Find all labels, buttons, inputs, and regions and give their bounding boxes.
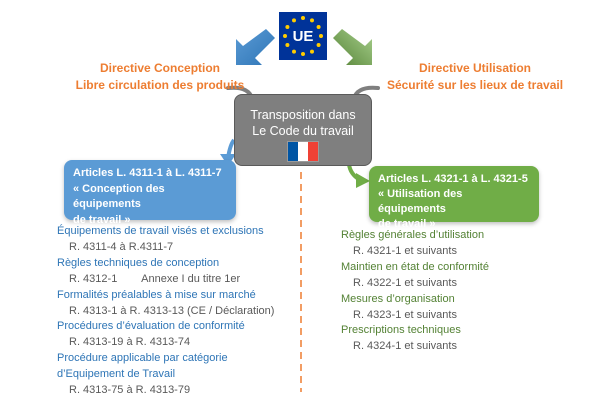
list-item-title: Maintien en état de conformité [341,260,489,273]
utilisation-articles-box: Articles L. 4321-1 à L. 4321-5 « Utilisa… [369,166,539,230]
list-item-title: Formalités préalables à mise sur marché [57,288,256,301]
list-item-title: Procédures d’évaluation de conformité [57,320,245,333]
utilisation-list: Règles générales d’utilisation R. 4321-1… [341,228,591,355]
eu-flag-icon: UE [279,12,327,60]
green-down-right-arrow-icon [333,29,372,65]
list-item-title: Équipements de travail visés et exclusio… [57,225,264,237]
blue-down-left-arrow-icon [236,29,275,65]
list-item-title: Procédure applicable par catégorie [57,352,228,365]
list-item-reference: R. 4311-4 à R.4311-7 [69,240,174,253]
list-item-reference: R. 4313-19 à R. 4313-74 [69,336,191,349]
list-item-title: Mesures d’organisation [341,292,455,305]
directive-conception-label: Directive Conception Libre circulation d… [75,61,245,92]
list-item-title-continued: d’Equipement de Travail [57,368,176,381]
france-flag-icon [287,141,319,162]
list-item-reference: R. 4313-75 à R. 4313-79 [69,384,191,397]
list-item-title: Règles techniques de conception [57,256,220,269]
conception-articles-box: Articles L. 4311-1 à L. 4311-7 « Concept… [64,160,236,226]
conception-list: Équipements de travail visés et exclusio… [57,224,297,399]
list-item-reference: R. 4322-1 et suivants [353,276,457,289]
directive-utilisation-label: Directive Utilisation Sécurité sur les l… [386,61,564,92]
list-item-reference: R. 4324-1 et suivants [353,340,457,353]
list-item-title: Prescriptions techniques [341,324,461,337]
green-arrowhead-icon [356,173,370,188]
list-item-reference: R. 4323-1 et suivants [353,308,457,321]
eu-label: UE [293,28,314,45]
list-item-reference: R. 4321-1 et suivants [353,244,457,257]
list-item-reference: R. 4313-1 à R. 4313-13 (CE / Déclaration… [69,304,275,317]
list-item-title: Règles générales d’utilisation [341,229,485,241]
list-item-reference: R. 4312-1 Annexe I du titre 1er [69,272,241,285]
